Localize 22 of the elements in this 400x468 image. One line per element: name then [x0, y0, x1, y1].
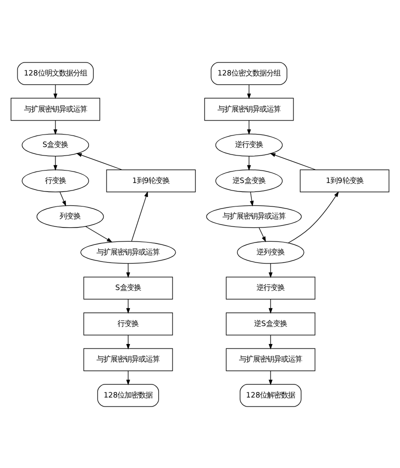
arrow	[60, 191, 66, 206]
arrow	[270, 152, 316, 170]
arrow	[268, 334, 273, 349]
arrow	[126, 262, 130, 278]
arrow	[247, 155, 251, 170]
arrow	[126, 334, 130, 349]
arrow	[53, 84, 58, 99]
arrow	[268, 262, 273, 278]
arrow	[53, 155, 58, 170]
arrow	[250, 191, 254, 206]
arrow	[258, 226, 266, 242]
arrow	[53, 120, 58, 134]
arrow	[126, 298, 130, 314]
arrow	[131, 190, 148, 242]
arrow	[288, 190, 339, 243]
arrow	[247, 84, 251, 99]
arrow	[85, 226, 112, 242]
arrow	[126, 370, 130, 385]
arrow	[247, 120, 251, 134]
arrow	[268, 370, 273, 385]
arrow	[268, 298, 273, 314]
arrow	[76, 152, 122, 170]
